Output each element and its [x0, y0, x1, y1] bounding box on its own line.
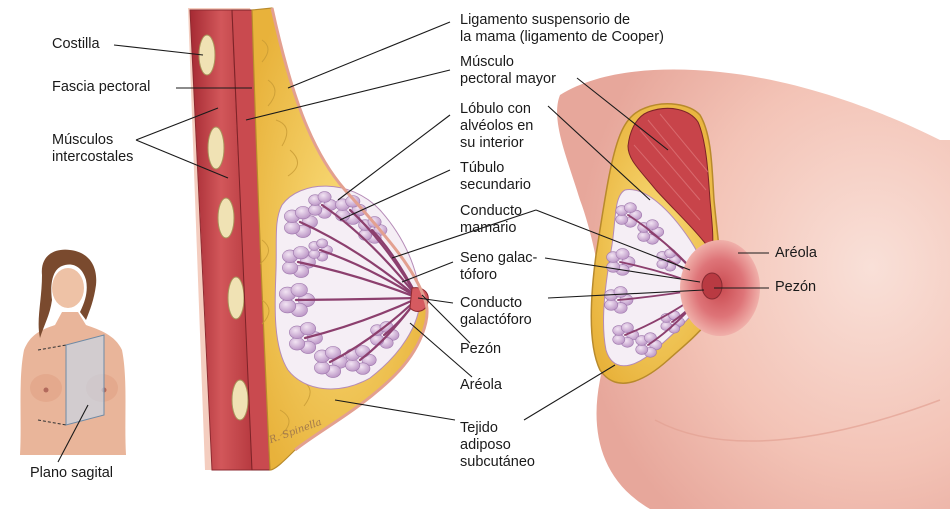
figure-face — [52, 268, 84, 308]
lobule — [284, 221, 299, 234]
rib — [232, 380, 248, 420]
lobule — [318, 192, 331, 203]
lobule — [616, 215, 628, 225]
label-conducto-mamario: Conducto mamario — [460, 203, 522, 237]
lobule — [621, 323, 633, 333]
label-fascia-pectoral: Fascia pectoral — [52, 79, 150, 96]
lobule — [279, 299, 296, 313]
lobule — [309, 205, 322, 216]
rib — [228, 277, 244, 319]
sagittal-section — [188, 8, 428, 470]
label-pezon-right: Pezón — [775, 279, 816, 296]
label-costilla: Costilla — [52, 36, 100, 53]
lobule — [607, 262, 620, 273]
label-musculo-pectoral: Músculo pectoral mayor — [460, 54, 556, 88]
label-plano-sagital: Plano sagital — [30, 465, 113, 482]
lobule — [293, 246, 308, 259]
lobule — [291, 283, 308, 297]
label-seno-galactoforo: Seno galac- tóforo — [460, 250, 537, 284]
leader-ligamento — [288, 22, 450, 88]
lobule — [605, 300, 618, 311]
label-tubulo: Túbulo secundario — [460, 160, 531, 194]
nipple-3d — [702, 273, 722, 299]
lobule — [295, 206, 310, 219]
leader-lobulo — [338, 115, 450, 200]
lobule — [300, 322, 315, 335]
breast-3d-view — [557, 70, 950, 509]
label-tejido-adiposo: Tejido adiposo subcutáneo — [460, 420, 535, 471]
rib — [208, 127, 224, 169]
lobule — [289, 337, 304, 350]
label-areola-right: Aréola — [775, 245, 817, 262]
lobule — [309, 250, 320, 259]
label-pezon: Pezón — [460, 341, 501, 358]
lobule — [616, 249, 629, 260]
lobule — [614, 287, 627, 298]
label-areola: Aréola — [460, 377, 502, 394]
lobule — [636, 345, 648, 355]
rib — [218, 198, 234, 238]
lobule — [638, 232, 650, 242]
lobule — [282, 261, 297, 274]
label-ligamento-suspensorio: Ligamento suspensorio de la mama (ligame… — [460, 12, 664, 46]
lobule — [345, 360, 359, 372]
label-musculos-intercostales: Músculos intercostales — [52, 132, 133, 166]
lobule — [661, 322, 672, 331]
woman-figure — [20, 250, 126, 455]
label-conducto-galactoforo: Conducto galactóforo — [460, 295, 532, 329]
lobule — [314, 361, 329, 374]
lobule — [317, 239, 328, 248]
lobule — [624, 203, 636, 213]
lobule — [613, 335, 625, 345]
label-lobulo: Lóbulo con alvéolos en su interior — [460, 101, 533, 152]
